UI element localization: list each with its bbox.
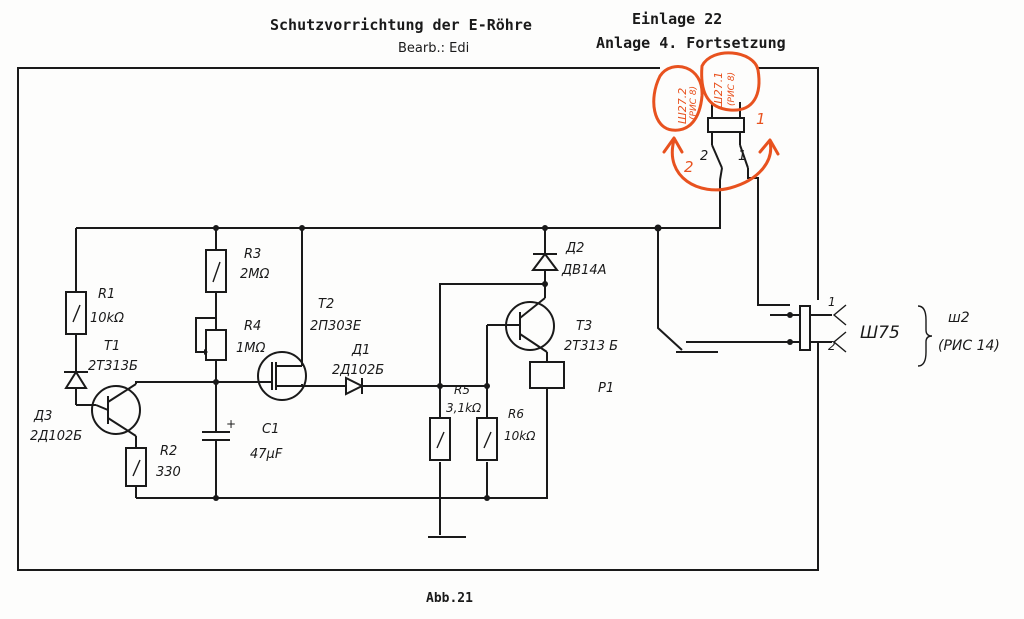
svg-text:+: +: [226, 417, 236, 431]
plug-connector: 2 1: [700, 102, 790, 306]
positive-rail: [76, 180, 721, 232]
arrow-right-label: 1: [756, 110, 766, 128]
c1-capacitor: + C1 47μF: [202, 382, 283, 462]
d2-value: ДВ14А: [561, 263, 607, 278]
red-annotations: Ш27.2 (РИС 8) Ш27.1 (РИС 8) 2 1: [652, 51, 780, 192]
t3-value: 2Т313 Б: [564, 339, 618, 354]
plug-b-circle: [700, 51, 761, 112]
relay-contact: [657, 228, 790, 353]
r1-value: 10kΩ: [90, 311, 124, 326]
d2-diode: Д2 ДВ14А: [531, 228, 607, 298]
t2-transistor: T2 2П303Е: [216, 228, 362, 401]
ground-rail: [136, 388, 548, 538]
output-connector: 1 2 Ш75 ш2 (РИС 14): [770, 295, 1000, 367]
arrow-left-label: 2: [684, 158, 694, 176]
plug-a-ref: (РИС 8): [689, 86, 699, 120]
insert-number: Einlage 22: [632, 10, 722, 28]
r4-potentiometer: R4 1MΩ: [195, 317, 265, 385]
r3-ref: R3: [244, 247, 261, 262]
r2-resistor: R2 330: [125, 444, 181, 498]
d3-diode: Д3 2Д102Б: [30, 370, 96, 444]
connector-name: Ш75: [860, 323, 900, 343]
plug-a-circle: [652, 65, 704, 132]
connector-pin-1: 1: [828, 295, 836, 309]
r6-value: 10kΩ: [504, 429, 536, 443]
plug-b-label: Ш27.1: [712, 72, 725, 108]
plug-b-ref: (РИС 8): [727, 72, 737, 106]
t2-value: 2П303Е: [310, 319, 362, 334]
t3-ref: T3: [576, 319, 592, 334]
plug-a-label: Ш27.2: [676, 88, 689, 124]
r1-ref: R1: [98, 287, 115, 302]
r1-resistor: R1 10kΩ: [65, 228, 124, 372]
plug-pin-right-label: 1: [738, 149, 746, 164]
connector-group-label: ш2: [948, 310, 970, 326]
r4-ref: R4: [244, 319, 261, 334]
r3-resistor: R3 2MΩ: [205, 228, 269, 330]
connector-pin-2: 2: [828, 339, 836, 353]
r6-ref: R6: [508, 407, 524, 421]
c1-value: 47μF: [250, 447, 283, 462]
d1-value: 2Д102Б: [332, 363, 384, 378]
r5-ref: R5: [454, 383, 470, 397]
t3-transistor: T3 2Т313 Б: [505, 297, 618, 362]
d3-value: 2Д102Б: [30, 429, 82, 444]
figure-caption: Abb.21: [426, 591, 473, 606]
arrow-left-head: [662, 136, 684, 154]
d1-diode: Д1 2Д102Б: [302, 343, 490, 396]
annotation-arc: [670, 138, 773, 192]
r2-ref: R2: [160, 444, 177, 459]
plug-pin-left-label: 2: [700, 149, 708, 164]
d2-ref: Д2: [565, 241, 584, 256]
p1-ref: P1: [598, 381, 614, 396]
r5-value: 3,1kΩ: [446, 401, 482, 415]
arrow-right-head: [758, 138, 780, 156]
r6-resistor: R6 10kΩ: [476, 324, 536, 461]
t1-value: 2T313Б: [88, 359, 138, 374]
t2-ref: T2: [318, 297, 334, 312]
r2-value: 330: [156, 465, 181, 480]
r4-value: 1MΩ: [236, 341, 265, 356]
d1-ref: Д1: [351, 343, 370, 358]
diagram-subtitle: Bearb.: Edi: [398, 41, 469, 56]
r3-value: 2MΩ: [240, 267, 269, 282]
diagram-title: Schutzvorrichtung der E-Röhre: [270, 16, 532, 34]
c1-ref: C1: [262, 422, 279, 437]
outer-frame: [17, 67, 819, 571]
d3-ref: Д3: [33, 409, 52, 424]
annex-label: Anlage 4. Fortsetzung: [596, 34, 786, 52]
p1-relay: P1: [529, 361, 614, 396]
connector-group-ref: (РИС 14): [938, 338, 1000, 354]
t1-transistor: T1 2T313Б: [88, 339, 216, 448]
t1-ref: T1: [104, 339, 120, 354]
r5-resistor: R5 3,1kΩ: [429, 283, 545, 461]
